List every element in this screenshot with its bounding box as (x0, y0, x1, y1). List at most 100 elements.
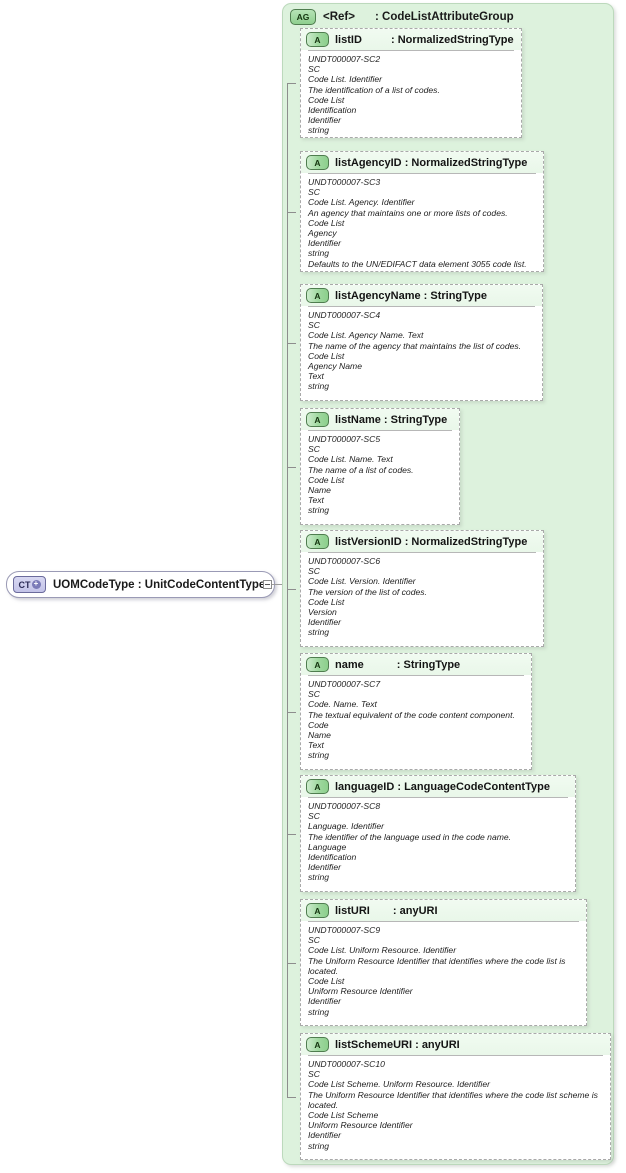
attribute-icon: A (306, 534, 329, 549)
attribute-detail-line: UNDT000007-SC5 (308, 434, 381, 444)
attribute-type: anyURI (399, 904, 438, 917)
attribute-detail-line: Code List (308, 596, 345, 607)
attribute-type: StringType (430, 289, 488, 302)
attribute-detail-line: SC (308, 1069, 320, 1080)
collapse-toggle-box[interactable] (263, 580, 272, 589)
attribute-detail-line: Code List (308, 976, 345, 987)
attribute-icon: A (306, 32, 329, 47)
attribute-detail-line: SC (308, 320, 320, 331)
attribute-divider (308, 430, 452, 431)
tree-branch (287, 711, 296, 713)
tree-branch (287, 83, 296, 84)
attribute-name: listSchemeURI (335, 1038, 413, 1051)
attribute-detail-line: UNDT000007-SC10 (308, 1059, 385, 1069)
attribute-detail-line: string (308, 381, 330, 392)
attribute-divider (308, 552, 536, 553)
attribute-detail-line: SC (308, 187, 320, 198)
attribute-name: listAgencyName (335, 289, 421, 302)
attribute-detail-line: The identification of a list of codes. (308, 84, 440, 95)
attribute-detail-line: SC (308, 689, 320, 700)
attribute-detail-line: Identifier (308, 1130, 341, 1141)
attribute-detail-line: UNDT000007-SC9 (308, 925, 381, 935)
attribute-separator: : (387, 33, 398, 46)
attribute-detail-line: Code List. Agency. Identifier (308, 197, 415, 208)
attribute-detail-line: string (308, 872, 330, 883)
attribute-icon: A (306, 155, 329, 170)
attribute-detail-line: Code List Scheme. Uniform Resource. Iden… (308, 1079, 490, 1090)
attribute-detail-line: Text (308, 740, 324, 751)
attribute-detail-line: Agency (308, 228, 337, 239)
attribute-title: listAgencyID : NormalizedStringType (335, 157, 527, 169)
attribute-detail-line: Name (308, 485, 331, 496)
attribute-detail-line: The version of the list of codes. (308, 586, 427, 597)
attribute-title: listAgencyName : StringType (335, 290, 487, 302)
expand-plus-icon[interactable]: + (31, 580, 41, 589)
attribute-icon: A (306, 1037, 329, 1052)
attribute-detail-line: The name of the agency that maintains th… (308, 340, 522, 351)
attribute-icon: A (306, 412, 329, 427)
attribute-name: name (335, 658, 364, 671)
attribute-detail-line: Identification (308, 852, 357, 863)
tree-spine (287, 83, 288, 1097)
attribute-detail-line: Name (308, 730, 331, 741)
attribute-icon: A (306, 288, 329, 303)
attribute-detail-line: Language (308, 841, 347, 852)
attribute-detail-line: Identifier (308, 238, 341, 249)
attribute-detail-line: Code (308, 719, 329, 730)
attribute-detail-line: Code List (308, 94, 345, 105)
attribute-title: languageID : LanguageCodeContentType (335, 781, 550, 793)
attribute-separator: : (412, 1038, 422, 1051)
attribute-separator: : (420, 289, 431, 302)
attribute-detail-line: Text (308, 371, 324, 382)
attribute-detail-line: SC (308, 566, 320, 577)
tree-branch (287, 588, 296, 590)
root-type-node[interactable]: CT+ UOMCodeType : UnitCodeContentType (6, 571, 276, 598)
attribute-detail-line: An agency that maintains one or more lis… (308, 207, 508, 218)
attribute-detail-line: The name of a list of codes. (308, 464, 414, 475)
attribute-detail-line: string (308, 750, 330, 761)
attribute-detail-line: The Uniform Resource Identifier that ide… (308, 1089, 598, 1110)
attribute-detail-line: SC (308, 444, 320, 455)
attribute-icon: A (306, 657, 329, 672)
tree-branch (287, 962, 296, 964)
attribute-detail-line: Uniform Resource Identifier (308, 986, 413, 997)
attribute-type: StringType (403, 658, 461, 671)
attribute-detail-line: The textual equivalent of the code conte… (308, 709, 515, 720)
attribute-detail-line: Defaults to the UN/EDIFACT data element … (308, 258, 527, 269)
attribute-detail-line: string (308, 1006, 330, 1017)
attribute-detail-line: UNDT000007-SC6 (308, 556, 381, 566)
attribute-detail-line: SC (308, 935, 320, 946)
attribute-detail-line: The Uniform Resource Identifier that ide… (308, 955, 566, 976)
attribute-separator: : (393, 658, 404, 671)
attribute-divider (308, 797, 568, 798)
attribute-icon: A (306, 903, 329, 918)
attribute-divider (308, 921, 579, 922)
tree-branch (287, 211, 296, 213)
attribute-detail-line: UNDT000007-SC2 (308, 54, 381, 64)
tree-branch (287, 1096, 296, 1098)
attribute-title: name : StringType (335, 659, 460, 671)
attribute-detail-line: Identifier (308, 996, 341, 1007)
attribute-group-ref: <Ref> (323, 11, 355, 23)
attribute-name: listVersionID (335, 535, 402, 548)
attribute-detail-line: Code List (308, 474, 345, 485)
attribute-detail-line: Identifier (308, 862, 341, 873)
